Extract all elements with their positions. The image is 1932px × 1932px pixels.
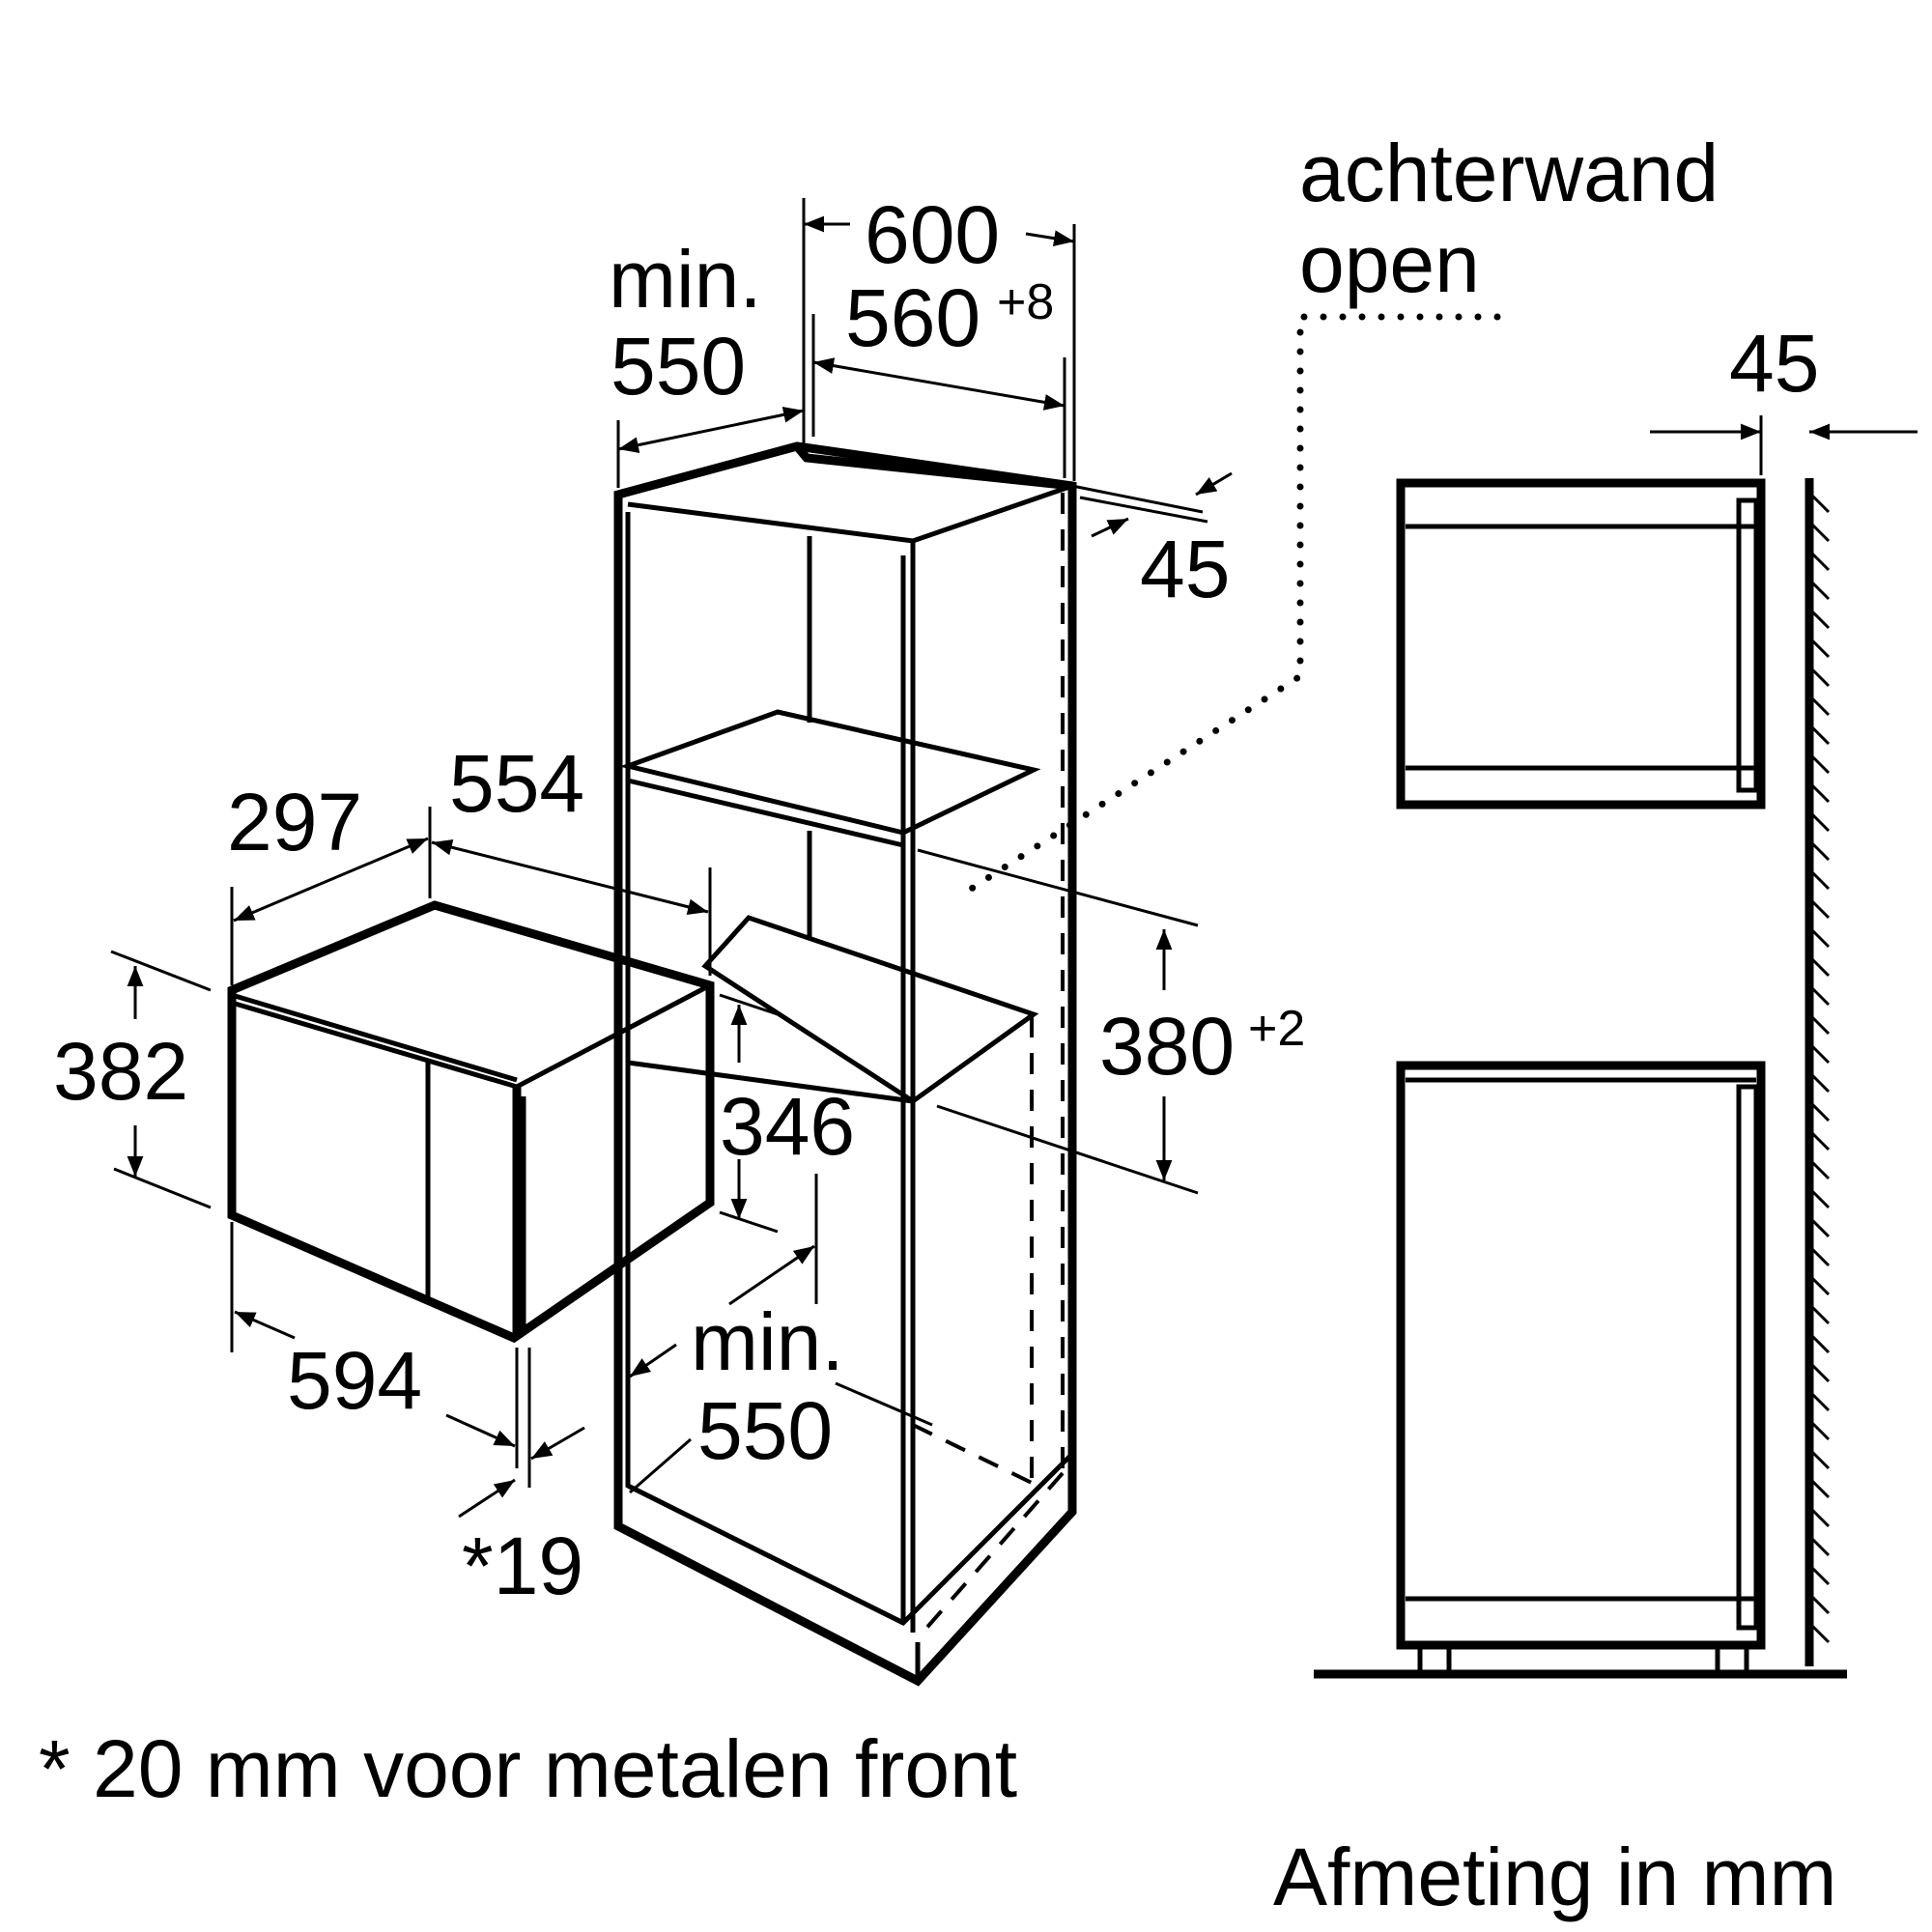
dim-appliance-inner-height: 346 xyxy=(720,1081,855,1172)
dim-rear-gap-top: 45 xyxy=(1140,524,1230,614)
dim-cabinet-depth-min: 550 xyxy=(611,321,746,412)
lower-min-label: min. xyxy=(691,1296,844,1387)
rear-wall-label-line1: achterwand xyxy=(1299,128,1719,218)
dim-appliance-depth-side: 297 xyxy=(227,777,362,867)
top-min-label: min. xyxy=(609,234,762,325)
dim-side-rear-gap: 45 xyxy=(1729,318,1819,409)
rear-open-dotted-line xyxy=(952,313,1501,902)
rear-wall-label-line2: open xyxy=(1299,218,1480,309)
dim-niche-width: 560 xyxy=(845,272,980,363)
appliance xyxy=(227,900,715,1344)
dim-appliance-height: 382 xyxy=(53,1026,188,1117)
dim-niche-height-tolerance: +2 xyxy=(1248,1001,1305,1057)
dim-front-offset: *19 xyxy=(462,1520,583,1611)
dim-appliance-depth: 554 xyxy=(449,738,584,829)
dim-niche-height: 380 xyxy=(1099,1001,1235,1092)
dim-cabinet-outer-width: 600 xyxy=(865,189,1000,280)
wall-hatching xyxy=(1807,491,1831,1644)
units-note: Afmeting in mm xyxy=(1273,1832,1837,1922)
tall-cabinet xyxy=(613,441,1077,1687)
footnote: * 20 mm voor metalen front xyxy=(39,1723,1017,1814)
dim-niche-width-tolerance: +8 xyxy=(997,274,1054,330)
dim-appliance-width: 594 xyxy=(287,1335,422,1426)
side-view xyxy=(1314,415,1918,1679)
dim-lower-min-value: 550 xyxy=(697,1385,833,1476)
dimension-lines xyxy=(110,198,1233,1519)
